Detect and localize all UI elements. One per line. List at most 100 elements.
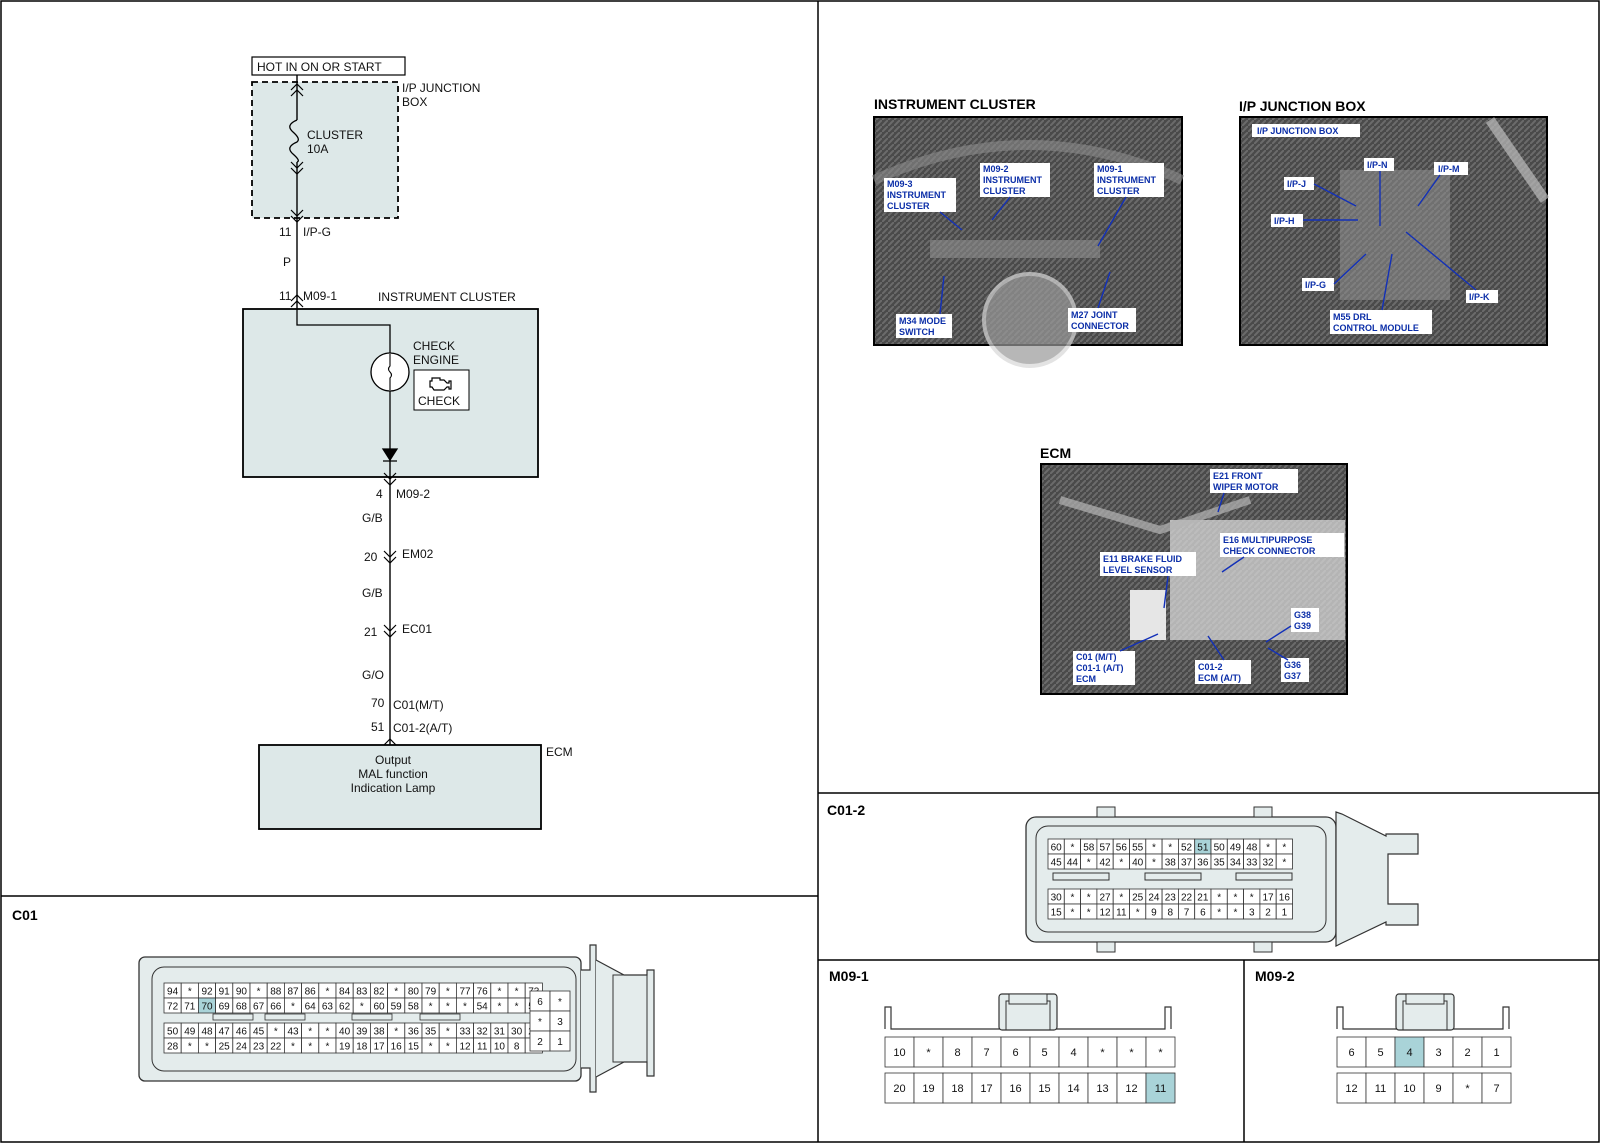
m09-2-pin: 6 — [1348, 1047, 1354, 1059]
c01-pin: 40 — [339, 1027, 351, 1038]
m09-2-pin-cell — [1423, 1036, 1454, 1068]
m09-1-pin-cell — [942, 1072, 973, 1104]
m09-1-pin: 14 — [1067, 1083, 1079, 1095]
c01-pin: 92 — [201, 987, 213, 998]
c01-pin: 15 — [408, 1042, 420, 1053]
c01-pin: 19 — [339, 1042, 351, 1053]
c01-pin: 11 — [477, 1042, 488, 1053]
c01-2-pin: * — [1233, 893, 1237, 904]
c01-pin: * — [257, 987, 261, 998]
c01-key-tab — [419, 1013, 461, 1021]
c01-2-pin-cell — [1275, 903, 1293, 920]
m09-2-pin: 3 — [1435, 1047, 1441, 1059]
m09-1-title: M09-1 — [829, 968, 869, 984]
c01-pin: 66 — [270, 1002, 282, 1013]
c01-2-pin: * — [1119, 858, 1123, 869]
c01-pin: * — [429, 1042, 433, 1053]
c01-pin: 18 — [356, 1042, 368, 1053]
c01-pin: * — [446, 1042, 450, 1053]
hot-in-box — [251, 56, 406, 76]
m09-1-pin-cell — [1029, 1072, 1060, 1104]
m09-2-pin: * — [1465, 1083, 1470, 1095]
svg-text:I/P-J: I/P-J — [1287, 179, 1306, 189]
m09-1-pin: 7 — [983, 1047, 989, 1059]
c01-2-pin: 51 — [371, 720, 385, 734]
m09-1-pin-cell — [971, 1072, 1002, 1104]
m09-1-pin: 10 — [893, 1047, 905, 1059]
connector-chevrons — [290, 83, 304, 308]
c01-pin: 91 — [219, 987, 231, 998]
c01-2-pin: 6 — [1200, 908, 1206, 919]
c01-2-pin: * — [1282, 858, 1286, 869]
c01-pin: * — [291, 1002, 295, 1013]
c01-pin: * — [497, 987, 501, 998]
c01-2-pin: * — [1282, 843, 1286, 854]
c01-pin: * — [497, 1002, 501, 1013]
c01-pin: 47 — [219, 1027, 231, 1038]
c01-2-pin: * — [1087, 908, 1091, 919]
c01-2-pin: 48 — [1246, 843, 1258, 854]
c01-2-pin: 49 — [1230, 843, 1242, 854]
c01-pin: 71 — [184, 1002, 196, 1013]
c01-2-pin: 2 — [1265, 908, 1271, 919]
c01-2-pin: 7 — [1184, 908, 1190, 919]
c01-pin: 76 — [477, 987, 489, 998]
c01-pin: 80 — [408, 987, 420, 998]
c01-2-pin: 24 — [1148, 893, 1160, 904]
m09-2-pin: 4 — [376, 487, 383, 501]
m09-1-connector: M09-1 — [303, 289, 337, 303]
m09-2-connector: M09-2 — [396, 487, 430, 501]
c01-pin: * — [325, 1027, 329, 1038]
m09-1-pin: * — [1158, 1047, 1163, 1059]
c01-pin: 87 — [287, 987, 299, 998]
m09-1-pin: 16 — [1009, 1083, 1021, 1095]
c01-pin: * — [188, 987, 192, 998]
svg-text:I/P-K: I/P-K — [1469, 292, 1490, 302]
c01-pin: 58 — [408, 1002, 420, 1013]
c01-pin: * — [325, 987, 329, 998]
m09-2-pin-cell — [1365, 1072, 1396, 1104]
m09-2-pin-cell — [1481, 1072, 1512, 1104]
instrument-cluster-label: INSTRUMENT CLUSTER — [378, 290, 516, 304]
m09-1-pin: 20 — [893, 1083, 905, 1095]
svg-text:I/P-M: I/P-M — [1438, 164, 1460, 174]
c01-2-pin: 16 — [1279, 893, 1291, 904]
m09-1-pin-cell — [1116, 1036, 1147, 1068]
c01-2-pin: 42 — [1099, 858, 1111, 869]
c01-pin: * — [446, 987, 450, 998]
c01-pin: 38 — [373, 1027, 385, 1038]
c01-connector: C01(M/T) — [393, 698, 444, 712]
c01-side-pin: * — [558, 997, 562, 1008]
c01-side-pin: 1 — [557, 1037, 563, 1048]
m09-1-pin-cell — [1116, 1072, 1147, 1104]
c01-2-pin: 21 — [1197, 893, 1209, 904]
c01-2-pin: 50 — [1214, 843, 1226, 854]
m09-1-pin-cell — [1087, 1036, 1118, 1068]
m09-2-pin: 12 — [1345, 1083, 1357, 1095]
m09-1-pin: * — [926, 1047, 931, 1059]
c01-pin: * — [463, 1002, 467, 1013]
c01-2-pin: 8 — [1167, 908, 1173, 919]
c01-pin: * — [188, 1042, 192, 1053]
c01-pin: 54 — [477, 1002, 489, 1013]
m09-1-pin-cell — [971, 1036, 1002, 1068]
c01-2-pin: 30 — [1051, 893, 1063, 904]
c01-pin: 23 — [253, 1042, 265, 1053]
m09-1-pin: 11 — [279, 289, 292, 303]
c01-pin: 84 — [339, 987, 351, 998]
c01-pin: 31 — [494, 1027, 506, 1038]
c01-pin: 70 — [371, 696, 385, 710]
m09-1-pin: 4 — [1070, 1047, 1076, 1059]
c01-pin: 46 — [236, 1027, 248, 1038]
